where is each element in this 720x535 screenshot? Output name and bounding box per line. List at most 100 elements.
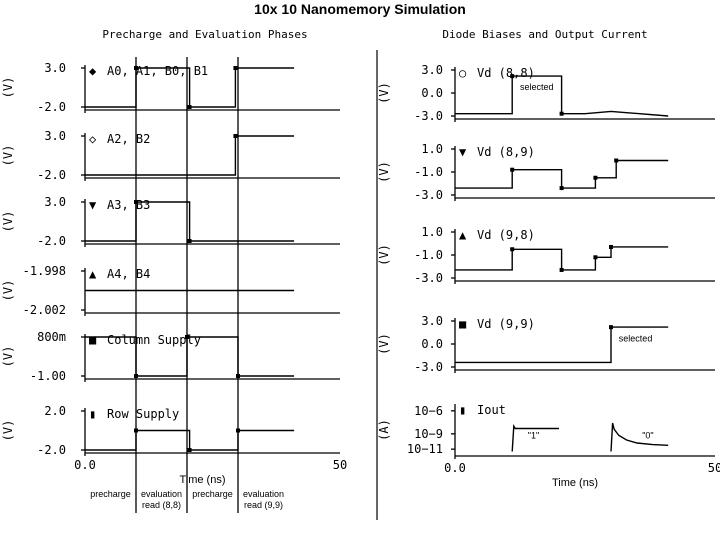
y-tick-label: -2.002 [23, 303, 66, 317]
y-tick-label: -2.0 [37, 168, 66, 182]
left-panel: 3.0 -2.0 (V) ◆ A0, A1, B0, B1 3.0 -2.0 (V) ◇ A2, … [1, 57, 347, 513]
phase-label: precharge [192, 489, 233, 499]
series-line [455, 159, 669, 189]
x-tick-label: 50 [708, 461, 720, 475]
series-marker-icon: ○ [459, 66, 466, 80]
y-tick-label: 2.0 [44, 404, 66, 418]
y-tick-label: -1.998 [23, 264, 66, 278]
series-label: Vd (9,9) [477, 317, 535, 331]
series-label: A3, B3 [107, 198, 150, 212]
y-unit-label: (V) [1, 346, 15, 368]
right-panel: 3.0 0.0 -3.0 (V) ○ Vd (8,8) selected 1.0 -1.0 -3.… [377, 63, 720, 489]
data-point [559, 267, 564, 272]
x-tick-label: 50 [333, 458, 347, 472]
y-unit-label: (V) [1, 211, 15, 233]
x-tick-label: 0.0 [74, 458, 96, 472]
data-point [559, 186, 564, 191]
data-point [510, 74, 515, 79]
y-tick-label: -1.00 [30, 369, 66, 383]
x-tick-label: 0.0 [444, 461, 466, 475]
series-label: Vd (8,8) [477, 66, 535, 80]
series-label: A0, A1, B0, B1 [107, 64, 208, 78]
data-point [187, 239, 192, 243]
y-tick-label: 1.0 [421, 142, 443, 156]
annotation-label: selected [520, 82, 554, 92]
y-tick-label: 3.0 [44, 129, 66, 143]
series-marker-icon: ▲ [89, 267, 97, 281]
y-tick-label: 0.0 [421, 337, 443, 351]
y-tick-label: -3.0 [414, 109, 443, 123]
y-unit-label: (A) [377, 419, 391, 441]
y-tick-label: 800m [37, 330, 66, 344]
data-point [510, 247, 515, 252]
right-heading: Diode Biases and Output Current [442, 28, 647, 41]
series-marker-icon: ■ [89, 333, 97, 347]
left-heading: Precharge and Evaluation Phases [102, 28, 307, 41]
data-point [609, 325, 613, 330]
data-point [510, 167, 515, 172]
y-unit-label: (V) [377, 333, 391, 355]
y-tick-label: 3.0 [44, 61, 66, 75]
y-unit-label: (V) [377, 244, 391, 266]
series-label: A4, B4 [107, 267, 150, 281]
series-label: A2, B2 [107, 132, 150, 146]
series-marker-icon: ■ [459, 317, 467, 331]
series-label: Row Supply [107, 407, 179, 421]
series-marker-icon: ▮ [89, 407, 96, 421]
y-tick-label: -2.0 [37, 100, 66, 114]
y-unit-label: (V) [1, 77, 15, 99]
y-tick-label: -3.0 [414, 188, 443, 202]
y-unit-label: (V) [1, 420, 15, 442]
phase-label: evaluation [141, 489, 182, 499]
phase-label: read (8,8) [142, 500, 181, 510]
annotation-label: selected [619, 334, 653, 344]
series-label: Iout [477, 403, 506, 417]
y-tick-label: -1.0 [414, 248, 443, 262]
series-line-2 [610, 422, 669, 452]
series-marker-icon: ▮ [459, 403, 466, 417]
x-axis-label: Time (ns) [179, 474, 225, 486]
y-tick-label: -3.0 [414, 271, 443, 285]
y-unit-label: (V) [377, 161, 391, 183]
data-point [609, 244, 613, 249]
phase-label: evaluation [243, 489, 284, 499]
series-marker-icon: ▼ [89, 198, 97, 212]
data-point [593, 175, 598, 180]
series-line [85, 135, 295, 176]
series-marker-icon: ▲ [459, 228, 467, 242]
phase-label: read (9,9) [244, 500, 283, 510]
y-tick-label: 10−6 [414, 404, 443, 418]
y-tick-label: -2.0 [37, 443, 66, 457]
y-tick-label: -3.0 [414, 360, 443, 374]
y-unit-label: (V) [1, 280, 15, 302]
series-label: Vd (9,8) [477, 228, 535, 242]
annotation-label: "1" [528, 430, 539, 440]
y-tick-label: 3.0 [44, 195, 66, 209]
series-marker-icon: ◆ [89, 64, 97, 78]
y-tick-label: 3.0 [421, 63, 443, 77]
y-tick-label: 0.0 [421, 86, 443, 100]
series-line [85, 429, 295, 451]
data-point [233, 134, 238, 138]
phase-label: precharge [90, 489, 131, 499]
series-line [455, 326, 669, 364]
y-tick-label: -2.0 [37, 234, 66, 248]
x-axis-label: Time (ns) [552, 477, 598, 489]
series-line [85, 201, 295, 242]
series-marker-icon: ◇ [89, 132, 97, 146]
y-tick-label: 10−11 [407, 442, 443, 456]
annotation-label: "0" [642, 430, 653, 440]
y-unit-label: (V) [377, 82, 391, 104]
data-point [187, 105, 192, 109]
series-line [455, 246, 669, 271]
y-tick-label: 1.0 [421, 225, 443, 239]
series-line [511, 424, 559, 452]
series-line [455, 75, 669, 117]
data-point [593, 255, 598, 260]
y-tick-label: 10−9 [414, 427, 443, 441]
data-point [187, 448, 192, 452]
data-point [233, 66, 238, 70]
series-label: Vd (8,9) [477, 145, 535, 159]
